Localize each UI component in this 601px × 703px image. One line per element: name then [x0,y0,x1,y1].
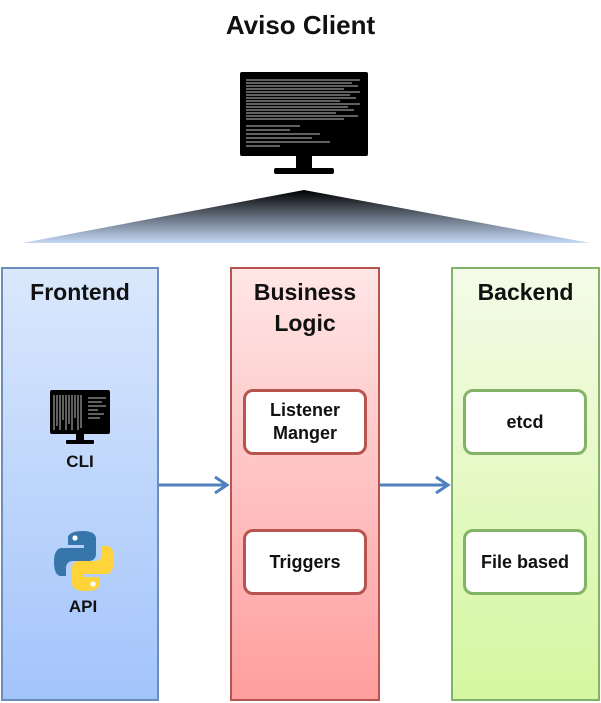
file-based-box: File based [463,529,587,595]
arrow-right-icon [159,475,230,495]
terminal-monitor-icon [240,72,368,174]
triggers-box: Triggers [243,529,367,595]
business-logic-column: Business Logic [230,267,380,701]
business-logic-title: Business Logic [253,279,357,336]
cli-label: CLI [66,452,94,471]
python-logo-icon [54,531,114,591]
api-label: API [68,597,98,616]
backend-column: Backend [451,267,600,701]
cli-terminal-icon [50,390,110,444]
arrow-right-icon [380,475,451,495]
backend-title: Backend [477,279,574,305]
listener-manager-box: Listener Manger [243,389,367,455]
diagram-title: Aviso Client [225,10,376,40]
frontend-column: Frontend [1,267,159,701]
frontend-title: Frontend [30,279,130,305]
etcd-box: etcd [463,389,587,455]
